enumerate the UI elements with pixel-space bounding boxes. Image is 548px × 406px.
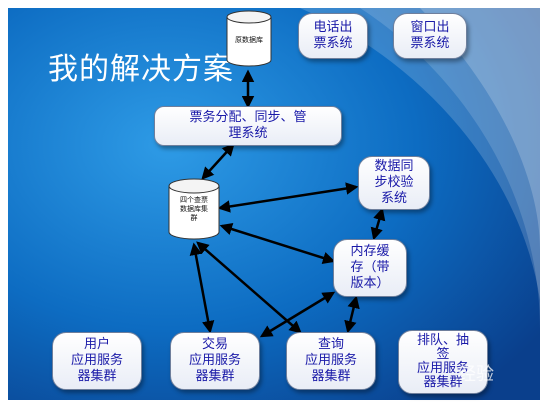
- queue-line-2: 签: [436, 347, 450, 362]
- user-line-1: 用户: [83, 337, 110, 352]
- phone-line-2: 票系统: [313, 36, 353, 51]
- arrow-cluster-trade: [189, 242, 215, 334]
- trade-line-3: 器集群: [195, 369, 235, 384]
- phone-ticket-system: 电话出 票系统: [298, 13, 368, 59]
- window-ticket-system: 窗口出 票系统: [393, 13, 467, 59]
- arrow-cache-query: [344, 295, 360, 334]
- data-sync-check-system: 数据同 步校验 系统: [358, 156, 430, 210]
- queue-line-4: 器集群: [423, 375, 463, 390]
- window-line-2: 票系统: [410, 36, 450, 51]
- phone-line-1: 电话出: [313, 20, 353, 35]
- page-title: 我的解决方案: [48, 52, 234, 87]
- alloc-line-1: 票务分配、同步、管: [189, 110, 307, 125]
- alloc-line-2: 理系统: [228, 126, 268, 141]
- ticket-allocation-system: 票务分配、同步、管 理系统: [154, 106, 342, 146]
- trade-line-2: 应用服务: [188, 353, 241, 368]
- sync-line-1: 数据同: [374, 159, 414, 174]
- db-cluster-line-1: 四个查票: [180, 196, 208, 204]
- cache-line-1: 内存缓: [350, 244, 390, 259]
- cache-line-2: 存（带: [350, 260, 390, 275]
- arrow-cache-trade: [259, 291, 336, 338]
- query-line-1: 查询: [317, 337, 344, 352]
- memory-cache-versioned: 内存缓 存（带 版本）: [333, 239, 407, 297]
- database-main-icon: 原数据库: [226, 10, 272, 68]
- database-main-label: 原数据库: [235, 36, 263, 44]
- arrow-sync-cache: [370, 207, 386, 241]
- sync-line-3: 系统: [380, 191, 407, 206]
- window-line-1: 窗口出: [410, 20, 450, 35]
- user-line-2: 应用服务: [70, 353, 123, 368]
- database-cluster-icon: 四个查票 数据库集 群: [168, 178, 220, 240]
- user-server-cluster: 用户 应用服务 器集群: [52, 332, 142, 390]
- db-cluster-line-2: 数据库集: [180, 205, 208, 213]
- queue-lottery-server-cluster: 排队、抽 签 应用服务 器集群: [398, 330, 488, 394]
- arrow-cluster-cache: [219, 223, 336, 264]
- queue-line-3: 应用服务: [416, 361, 469, 376]
- query-server-cluster: 查询 应用服务 器集群: [286, 332, 376, 390]
- queue-line-1: 排队、抽: [416, 333, 469, 348]
- database-cluster-label: 四个查票 数据库集 群: [170, 196, 218, 223]
- query-line-3: 器集群: [311, 369, 351, 384]
- arrow-alloc-cluster: [201, 143, 235, 180]
- db-cluster-line-3: 群: [190, 214, 198, 222]
- cache-line-3: 版本）: [350, 276, 390, 291]
- query-line-2: 应用服务: [304, 353, 357, 368]
- trade-line-1: 交易: [201, 337, 228, 352]
- arrow-cluster-query: [196, 241, 302, 334]
- user-line-3: 器集群: [77, 369, 117, 384]
- sync-line-2: 步校验: [374, 175, 414, 190]
- watermark: 经验: [458, 364, 494, 385]
- trade-server-cluster: 交易 应用服务 器集群: [170, 332, 260, 390]
- arrow-cluster-sync: [217, 182, 359, 213]
